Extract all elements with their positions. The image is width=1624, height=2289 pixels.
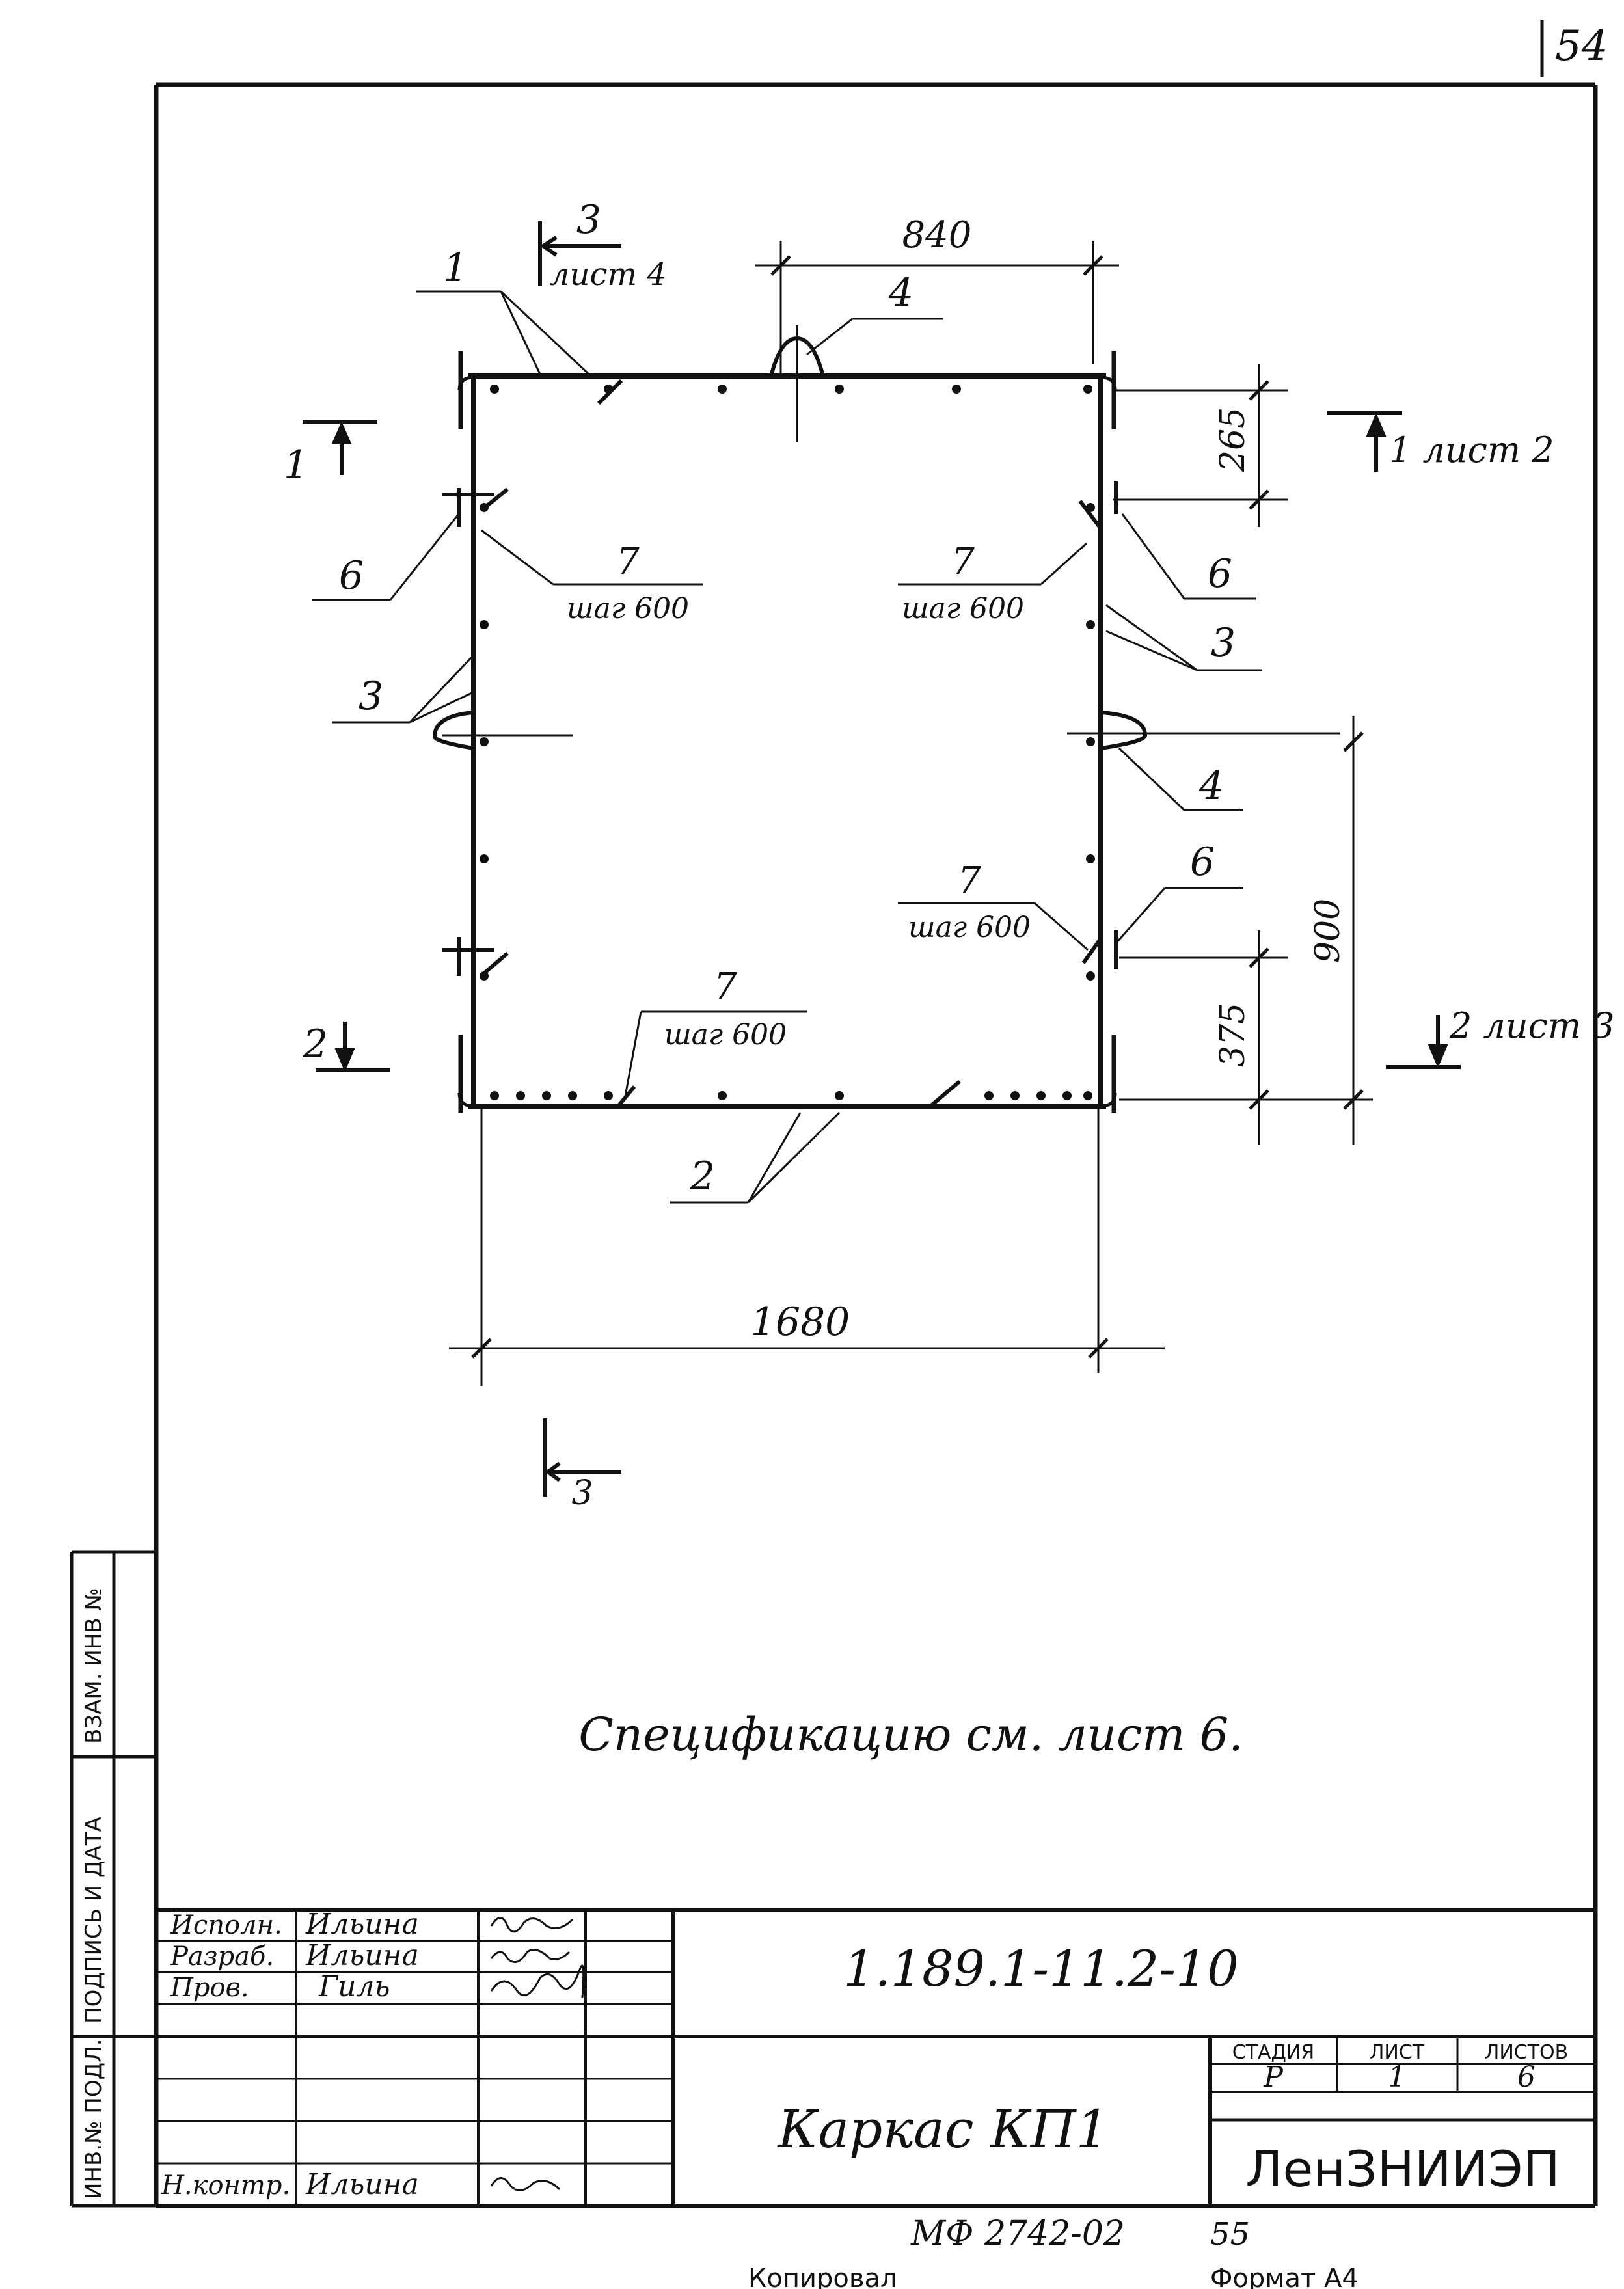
position-label-3-left: 3 [359,673,383,719]
stage-header: СТАДИЯ [1232,2041,1315,2064]
drawing-title: Каркас КП1 [776,2099,1109,2160]
position-label-1: 1 [443,245,468,291]
leader-pos4-right [1118,747,1243,811]
signatures [490,1917,585,2191]
step-number-bottom: 7 [714,966,737,1008]
format-label: Формат А4 [1210,2264,1359,2289]
sheets-header: ЛИСТОВ [1485,2041,1568,2064]
section-3-bottom-number: 3 [571,1474,593,1513]
position-label-4-right: 4 [1198,763,1224,809]
side-stamp-vzam: ВЗАМ. ИНВ № [81,1588,107,1744]
name-developer: Ильина [305,1939,419,1972]
copied-label: Копировал [748,2264,897,2289]
role-developer: Разраб. [170,1942,274,1971]
dimension-label-375: 375 [1213,1003,1252,1067]
section-marker-2-left [316,1022,390,1072]
name-norm-control: Ильина [305,2168,419,2201]
brackets-pos6 [442,481,1118,976]
side-stamp-podpis: ПОДПИСЬ И ДАТА [81,1817,107,2024]
archive-number: 55 [1210,2216,1250,2253]
dimension-top-840 [755,241,1119,377]
name-executor: Ильина [305,1908,419,1941]
dimension-right-265 [1113,364,1288,527]
dimension-bottom-1680 [449,1106,1165,1386]
frame-outline [457,351,1117,1113]
section-marker-1-right [1327,411,1402,472]
position-label-6-right-low: 6 [1190,839,1215,885]
step-number-left: 7 [616,541,640,583]
stirrups-pos7 [483,379,1102,1108]
leader-pos7-right [898,542,1088,586]
role-norm-control: Н.контр. [161,2171,290,2201]
leader-pos6-left [312,513,460,601]
leader-pos6-right-low [1115,887,1243,944]
side-stamp-inv: ИНВ.№ ПОДЛ. [81,2038,107,2199]
leader-pos7-bottom [623,1010,807,1100]
section-1-left-number: 1 [284,442,308,488]
section-marker-1-left [303,420,377,475]
section-2-left-number: 2 [303,1022,328,1067]
name-checker: Гиль [318,1970,390,2003]
section-2-right-ref: 2 лист 3 [1449,1005,1615,1046]
title-block-grid [156,1908,1595,2206]
section-1-right-ref: 1 лист 2 [1389,429,1554,470]
leader-pos3-right [1105,604,1262,671]
section-3-top-number: 3 [576,197,601,243]
side-stamp [70,1550,156,2208]
section-marker-3-top [538,221,621,286]
lifting-loops [432,325,1340,750]
dimension-label-840: 840 [902,214,972,256]
position-label-6-left: 6 [339,553,364,599]
rebar-dots [480,385,1095,1100]
archive-code: МФ 2742-02 [910,2214,1125,2253]
step-text-right-low: шаг 600 [908,911,1031,944]
role-executor: Исполн. [170,1910,282,1940]
section-3-top-ref: лист 4 [550,256,667,293]
organization-name: ЛенЗНИИЭП [1245,2140,1560,2198]
section-marker-2-right [1386,1015,1461,1069]
section-marker-3-bottom [543,1418,621,1497]
dimension-right-375 [1119,930,1288,1145]
specification-note: Спецификацию см. лист 6. [578,1708,1243,1761]
step-text-right: шаг 600 [902,592,1024,625]
position-label-4-top: 4 [888,270,914,316]
step-number-right-low: 7 [958,860,981,902]
leader-pos7-right-low [898,902,1089,951]
leader-pos6-right-top [1121,513,1256,600]
document-code: 1.189.1-11.2-10 [843,1940,1238,1998]
page-number: 54 [1555,22,1608,70]
step-text-left: шаг 600 [567,592,689,625]
sheet-header: ЛИСТ [1370,2041,1425,2064]
leader-pos4-top [806,318,943,356]
step-text-bottom: шаг 600 [664,1018,787,1051]
leader-pos2 [670,1111,841,1204]
step-number-right: 7 [951,541,975,583]
leader-pos1 [416,290,590,375]
leader-pos7-left [481,529,703,586]
position-label-2: 2 [690,1154,715,1199]
role-checker: Пров. [170,1973,249,2003]
dimension-label-1680: 1680 [751,1299,850,1345]
stage-value: Р [1263,2061,1284,2094]
position-label-6-right-top: 6 [1208,551,1232,597]
sheet-frame [154,82,1598,2208]
dimension-right-900 [1119,716,1373,1145]
position-label-3-right: 3 [1211,620,1236,666]
dimension-label-900: 900 [1308,899,1347,963]
sheets-value: 6 [1517,2061,1536,2094]
sheet-value: 1 [1388,2061,1406,2094]
leader-pos3-left [332,656,473,724]
dimension-label-265: 265 [1213,407,1252,472]
